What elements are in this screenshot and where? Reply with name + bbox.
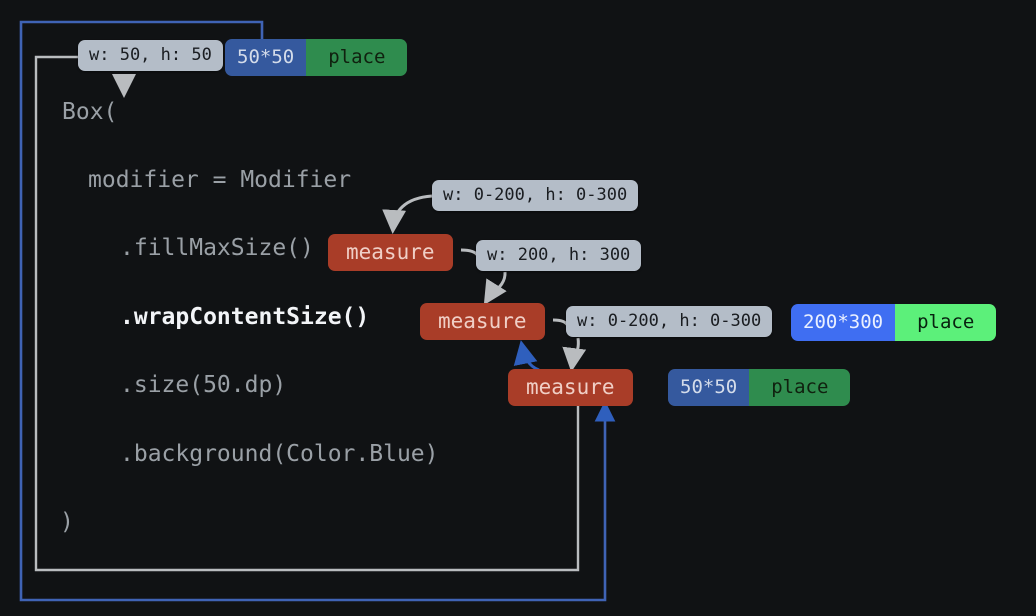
arrow-chip-in-to-measure-fillmaxsize (382, 194, 433, 234)
code-line-size: .size(50.dp) (120, 372, 287, 398)
code-line-fillmaxsize: .fillMaxSize() (120, 235, 314, 261)
code-line-modifier: modifier = Modifier (88, 167, 352, 193)
constraint-chip-fillmaxsize-in: w: 0-200, h: 0-300 (432, 180, 639, 211)
place-pill-top-place: place (306, 39, 408, 76)
place-pill-size[interactable]: 50*50 place (668, 369, 851, 406)
measure-node-wrapcontentsize[interactable]: measure (420, 303, 545, 340)
constraint-chip-wrapcontentsize-out: w: 0-200, h: 0-300 (566, 306, 773, 337)
constraint-chip-top: w: 50, h: 50 (78, 40, 223, 71)
measure-node-size[interactable]: measure (508, 369, 633, 406)
code-line-box-open: Box( (62, 99, 118, 125)
arrow-measure-size-to-measure-wrapcontentsize (513, 340, 540, 372)
place-pill-size-size: 50*50 (668, 369, 750, 406)
arrow-chip-out-to-measure-wrapcontentsize (483, 271, 507, 306)
place-pill-wrapcontentsize-place: place (895, 304, 997, 341)
place-pill-top[interactable]: 50*50 place (225, 39, 408, 76)
code-line-box-close: ) (60, 509, 74, 535)
code-line-background: .background(Color.Blue) (120, 441, 439, 467)
place-pill-top-size: 50*50 (225, 39, 307, 76)
place-pill-wrapcontentsize[interactable]: 200*300 place (791, 304, 997, 341)
arrow-chip-out-to-measure-size (562, 337, 587, 372)
constraint-chip-fillmaxsize-out: w: 200, h: 300 (476, 240, 642, 271)
place-pill-size-place: place (749, 369, 851, 406)
measure-node-fillmaxsize[interactable]: measure (328, 234, 453, 271)
place-pill-wrapcontentsize-size: 200*300 (791, 304, 896, 341)
code-line-wrapcontentsize: .wrapContentSize() (120, 304, 370, 330)
